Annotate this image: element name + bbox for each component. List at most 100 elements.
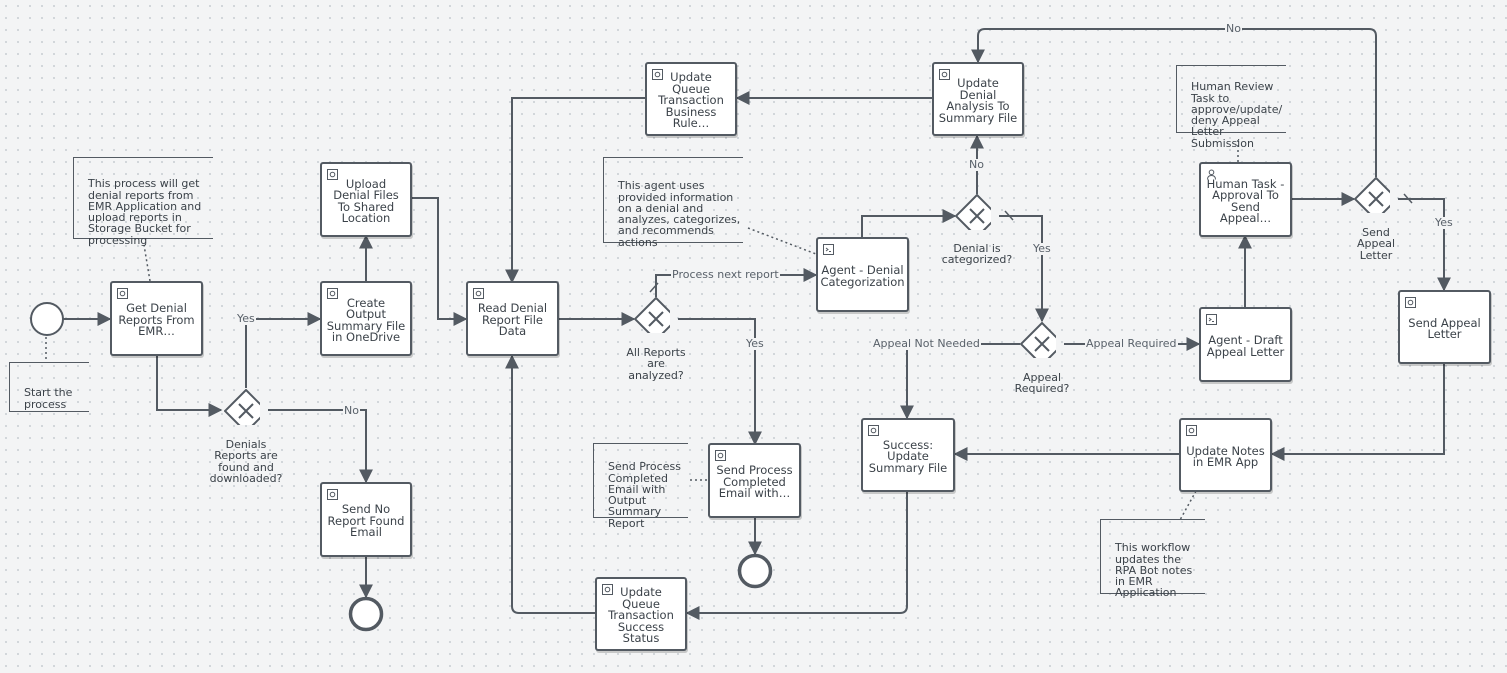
gateway-appeal-required[interactable] (1020, 322, 1056, 358)
gateway-send-appeal[interactable] (1354, 177, 1390, 213)
service-task-icon (1186, 425, 1197, 436)
end-event-completed[interactable] (736, 552, 774, 590)
flow-label-appeal-required: Appeal Required (1085, 337, 1178, 350)
task-read-denial-report[interactable]: Read Denial Report File Data (466, 281, 559, 356)
gateway-denials-found[interactable] (224, 389, 260, 425)
annotation-human-review: Human Review Task to approve/update/ den… (1176, 65, 1286, 149)
flow-agent-to-gw3 (861, 209, 957, 237)
service-task-icon (327, 169, 338, 180)
service-task-icon (602, 584, 613, 595)
person-icon (1207, 169, 1216, 180)
flow-label-no: No (968, 158, 985, 171)
annotation-email: Send Process Completed Email with Output… (593, 443, 688, 529)
agent-icon (1206, 314, 1217, 325)
annotation-text: Send Process Completed Email with Output… (608, 460, 681, 530)
task-agent-denial-categorization[interactable]: Agent - Denial Categorization (816, 237, 909, 312)
agent-icon (823, 244, 834, 255)
task-label: Read Denial Report File Data (477, 301, 548, 339)
task-send-no-report-email[interactable]: Send No Report Found Email (320, 482, 412, 557)
flow-queue-success-to-read (505, 354, 596, 614)
gateway-label-send-appeal: Send Appeal Letter (1356, 226, 1396, 262)
task-label: Agent - Denial Categorization (820, 263, 905, 289)
flow-get-denial-to-gw1 (156, 355, 223, 417)
task-label: Agent - Draft Appeal Letter (1206, 333, 1285, 359)
task-label: Send No Report Found Email (327, 502, 405, 540)
service-task-icon (473, 288, 484, 299)
task-update-denial-analysis[interactable]: Update Denial Analysis To Summary File (932, 62, 1024, 136)
flow-label-no: No (343, 404, 360, 417)
task-update-queue-success[interactable]: Update Queue Transaction Success Status (595, 577, 687, 651)
service-task-icon (652, 69, 663, 80)
gateway-all-reports[interactable] (634, 297, 670, 333)
task-upload-denial-files[interactable]: Upload Denial Files To Shared Location (320, 162, 412, 237)
service-task-icon (327, 288, 338, 299)
task-label: Send Process Completed Email with… (716, 463, 793, 501)
flow-gw4-not-needed (900, 343, 1020, 420)
task-label: Update Queue Transaction Business Rule… (658, 70, 724, 131)
flow-label-process-next: Process next report (671, 268, 780, 281)
task-label: Upload Denial Files To Shared Location (333, 176, 399, 225)
annotation-workflow: This workflow updates the RPA Bot notes … (1100, 519, 1205, 599)
service-task-icon (868, 425, 879, 436)
task-label: Update Denial Analysis To Summary File (938, 76, 1018, 125)
flow-gw1-no (268, 409, 373, 484)
annotation-text: This process will get denial reports fro… (88, 177, 202, 247)
assoc-workflow-note (1179, 490, 1197, 521)
service-task-icon (939, 69, 950, 80)
annotation-text: Start the process (24, 386, 73, 411)
flow-label-appeal-not-needed: Appeal Not Needed (872, 337, 981, 350)
task-update-queue-business-rule[interactable]: Update Queue Transaction Business Rule… (645, 62, 737, 136)
flow-gw1-yes (245, 312, 322, 388)
task-label: Send Appeal Letter (1408, 315, 1481, 341)
annotation-start: Start the process (9, 362, 89, 412)
task-label: Human Task - Approval To Send Appeal… (1206, 176, 1285, 225)
assoc-process-note (143, 244, 151, 282)
task-create-output-summary[interactable]: Create Output Summary File in OneDrive (320, 281, 412, 356)
start-event[interactable] (29, 301, 65, 337)
flow-label-yes: Yes (1434, 216, 1454, 229)
task-update-notes-emr[interactable]: Update Notes in EMR App (1179, 418, 1272, 492)
exclusive-x-icon (955, 194, 991, 230)
flow-gw2-yes (678, 318, 762, 446)
task-label: Create Output Summary File in OneDrive (326, 295, 406, 344)
gateway-label-denial-categorized: Denial is categorized? (941, 242, 1013, 267)
annotation-process: This process will get denial reports fro… (73, 157, 213, 246)
flow-gw3-yes (999, 215, 1049, 323)
annotation-text: Human Review Task to approve/update/ den… (1191, 80, 1283, 150)
service-task-icon (1405, 297, 1416, 308)
flow-upload-to-read (412, 197, 468, 326)
flow-gw5-no (971, 28, 1377, 177)
exclusive-x-icon (634, 297, 670, 333)
exclusive-x-icon (1354, 177, 1390, 213)
flow-label-yes: Yes (236, 312, 256, 325)
gateway-label-all-reports: All Reports are analyzed? (626, 346, 686, 382)
flow-gw5-yes (1398, 198, 1451, 292)
task-success-update-summary[interactable]: Success: Update Summary File (861, 418, 955, 492)
task-label: Update Notes in EMR App (1186, 443, 1265, 469)
task-agent-draft-appeal[interactable]: Agent - Draft Appeal Letter (1199, 307, 1292, 382)
flow-label-no: No (1225, 22, 1242, 35)
gateway-denial-categorized[interactable] (955, 194, 991, 230)
task-send-appeal-letter[interactable]: Send Appeal Letter (1398, 290, 1491, 364)
flow-queue-rule-to-read (505, 97, 645, 284)
exclusive-x-icon (1020, 322, 1056, 358)
task-human-approval[interactable]: Human Task - Approval To Send Appeal… (1199, 162, 1292, 237)
task-get-denial-reports[interactable]: Get Denial Reports From EMR… (110, 281, 203, 356)
task-label: Success: Update Summary File (868, 437, 948, 475)
flow-label-yes: Yes (1032, 242, 1052, 255)
flow-success-to-queue (685, 491, 908, 620)
gateway-label-appeal-required: Appeal Required? (1014, 371, 1070, 396)
service-task-icon (327, 489, 338, 500)
flow-appeal-to-notes (1270, 364, 1445, 461)
gateway-label-denials-found: Denials Reports are found and downloaded… (209, 438, 283, 486)
task-label: Get Denial Reports From EMR… (118, 301, 195, 339)
exclusive-x-icon (224, 389, 260, 425)
task-label: Update Queue Transaction Success Status (608, 585, 674, 646)
service-task-icon (117, 288, 128, 299)
annotation-text: This workflow updates the RPA Bot notes … (1115, 541, 1193, 600)
annotation-agent: This agent uses provided information on … (603, 157, 743, 248)
task-send-process-completed[interactable]: Send Process Completed Email with… (708, 443, 801, 518)
annotation-text: This agent uses provided information on … (618, 179, 741, 249)
end-event-no-report[interactable] (347, 595, 385, 633)
